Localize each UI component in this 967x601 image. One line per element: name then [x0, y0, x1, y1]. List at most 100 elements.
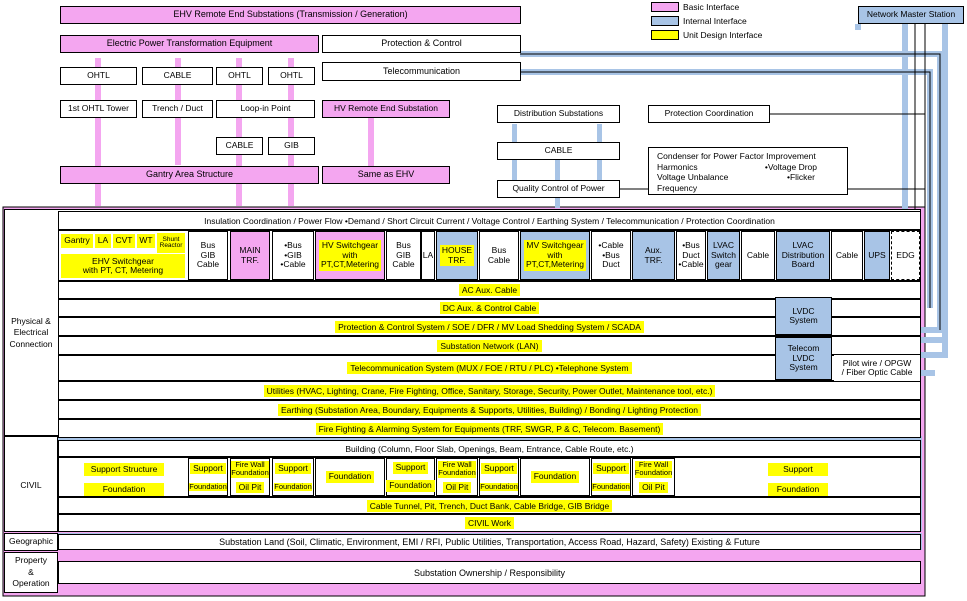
foundation-s1: Foundation — [189, 481, 227, 491]
fire-wall-foundation-3: Fire Wall Foundation — [634, 460, 673, 478]
foundation-5: Foundation — [530, 471, 580, 483]
insulation-coordination-row: Insulation Coordination / Power Flow •De… — [58, 211, 921, 230]
la-2: LA — [421, 231, 435, 280]
earthing-row: Earthing (Substation Area, Boundary, Equ… — [58, 400, 921, 419]
fire-wall-foundation-1: Fire Wall Foundation — [231, 460, 269, 478]
la: LA — [95, 234, 111, 248]
telecom-lvdc-system: Telecom LVDC System — [775, 337, 832, 380]
foundation-7: Foundation — [768, 483, 828, 496]
bus-gib-cable-1: Bus GIB Cable — [188, 231, 228, 280]
lvac-switchgear: LVAC Switch gear — [707, 231, 740, 280]
telecom-system: Telecommunication System (MUX / FOE / RT… — [347, 362, 632, 374]
foundation-3: Foundation — [386, 480, 435, 492]
hv-switchgear: HV Switchgear with PT,CT,Metering — [315, 231, 385, 280]
gantry: Gantry — [61, 234, 93, 248]
section-geographic-text: Geographic — [9, 536, 53, 547]
telecommunication-box: Telecommunication — [322, 62, 521, 81]
support-6: Support — [768, 463, 828, 476]
support-3: Support — [392, 462, 429, 474]
foundation-1: Foundation — [84, 483, 164, 496]
ohtl-3: OHTL — [268, 67, 315, 85]
legend-internal-label: Internal Interface — [683, 16, 747, 26]
fire-wall-foundation-2: Fire Wall Foundation — [438, 460, 476, 478]
ac-aux-cable: AC Aux. Cable — [458, 284, 521, 296]
support-1: Support — [190, 463, 226, 475]
property-row: Substation Ownership / Responsibility — [58, 561, 921, 584]
earthing: Earthing (Substation Area, Boundary, Equ… — [277, 403, 702, 416]
civil-label-panel — [4, 436, 58, 532]
foundation-s2: Foundation — [274, 481, 312, 491]
edg: EDG — [891, 231, 920, 280]
section-civil-text: CIVIL — [20, 480, 42, 491]
civil-work-row: CIVIL Work — [58, 514, 921, 532]
support-4: Support — [481, 463, 517, 475]
loop-gib: GIB — [268, 137, 315, 155]
protection-system: Protection & Control System / SOE / DFR … — [335, 320, 644, 333]
trench-duct: Trench / Duct — [142, 100, 213, 118]
ups: UPS — [864, 231, 890, 280]
mv-switchgear: MV Switchgear with PT,CT,Metering — [520, 231, 590, 280]
utilities-row: Utilities (HVAC, Lighting, Crane, Fire F… — [58, 381, 921, 400]
cvt: CVT — [113, 234, 135, 248]
foundation-block-5: Foundation — [520, 458, 590, 496]
legend-basic-label: Basic Interface — [683, 2, 740, 12]
quality-note-4: Voltage Unbalance — [657, 172, 729, 183]
legend-unit-swatch — [651, 30, 679, 40]
substation-lan: Substation Network (LAN) — [437, 339, 542, 352]
house-trf: HOUSE TRF. — [436, 231, 478, 280]
power-transformation-equipment: Electric Power Transformation Equipment — [60, 35, 319, 53]
lvdc-system: LVDC System — [775, 297, 832, 335]
ohtl-2: OHTL — [216, 67, 263, 85]
cable-a: Cable — [741, 231, 775, 280]
fire-alarm-row: Fire Fighting & Alarming System for Equi… — [58, 419, 921, 438]
quality-note-5: •Flicker — [786, 172, 815, 183]
ac-aux-cable-row: AC Aux. Cable — [58, 281, 921, 299]
support-2: Support — [275, 463, 311, 475]
oil-pit-1: Oil Pit — [235, 481, 265, 493]
pilot-wire-opgw: Pilot wire / OPGW / Fiber Optic Cable — [834, 355, 920, 381]
distribution-substations: Distribution Substations — [497, 105, 620, 123]
hv-remote-end-substation: HV Remote End Substation — [322, 100, 450, 118]
network-master-station: Network Master Station — [858, 6, 964, 24]
legend-internal-swatch — [651, 16, 679, 26]
geographic-row: Substation Land (Soil, Climatic, Environ… — [58, 534, 921, 550]
protection-system-row: Protection & Control System / SOE / DFR … — [58, 317, 921, 336]
hv-switchgear-label: HV Switchgear with PT,CT,Metering — [318, 240, 382, 271]
ohtl-1: OHTL — [60, 67, 137, 85]
property-label-panel — [4, 552, 58, 593]
main-trf: MAIN TRF. — [230, 231, 270, 280]
foundation-4: Foundation — [480, 481, 518, 491]
oil-pit-2: Oil Pit — [442, 481, 472, 493]
protection-control-box: Protection & Control — [322, 35, 521, 53]
cable-1: CABLE — [142, 67, 213, 85]
quality-note-1: Condenser for Power Factor Improvement — [657, 151, 816, 161]
protection-coordination: Protection Coordination — [648, 105, 770, 123]
section-physical-electrical-text: Physical & Electrical Connection — [9, 315, 53, 349]
foundation-2: Foundation — [325, 471, 375, 483]
shunt-reactor: Shunt Reactor — [157, 233, 185, 253]
quality-control-of-power: Quality Control of Power — [497, 180, 620, 198]
bus-gib-cable-2: •Bus •GIB •Cable — [272, 231, 314, 280]
cable-tunnel: Cable Tunnel, Pit, Trench, Duct Bank, Ca… — [366, 499, 613, 512]
bus-cable: Bus Cable — [479, 231, 519, 280]
same-as-ehv: Same as EHV — [322, 166, 450, 184]
support-structure: Support Structure — [84, 463, 164, 476]
dc-aux-cable: DC Aux. & Control Cable — [439, 302, 540, 314]
aux-trf: Aux. TRF. — [632, 231, 675, 280]
legend-basic: Basic Interface — [651, 2, 739, 12]
oil-pit-3: Oil Pit — [639, 481, 668, 493]
cable-tunnel-row: Cable Tunnel, Pit, Trench, Duct Bank, Ca… — [58, 497, 921, 514]
house-trf-label: HOUSE TRF. — [439, 245, 475, 266]
cable-b: Cable — [831, 231, 863, 280]
gantry-area-structure: Gantry Area Structure — [60, 166, 319, 184]
lvac-distribution-board: LVAC Distribution Board — [776, 231, 830, 280]
ehv-switchgear: EHV Switchgear with PT, CT, Metering — [61, 254, 185, 278]
utilities: Utilities (HVAC, Lighting, Crane, Fire F… — [263, 384, 716, 397]
